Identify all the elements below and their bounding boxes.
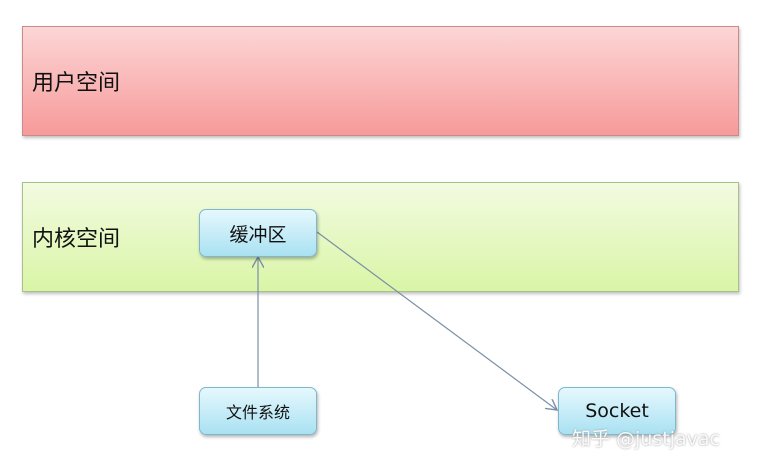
buffer-label: 缓冲区: [229, 223, 287, 246]
filesystem-node: 文件系统: [199, 387, 317, 435]
socket-label: Socket: [585, 400, 649, 422]
user-space-label: 用户空间: [32, 71, 121, 96]
kernel-space-region: 内核空间: [22, 182, 739, 292]
socket-node: Socket: [558, 387, 676, 435]
kernel-space-label: 内核空间: [32, 227, 121, 252]
watermark: 知乎 @justjavac: [572, 428, 720, 450]
arrow-buffer-to-socket: [316, 231, 557, 410]
filesystem-label: 文件系统: [225, 403, 290, 422]
user-space-region: 用户空间: [22, 26, 739, 136]
buffer-node: 缓冲区: [199, 209, 317, 257]
